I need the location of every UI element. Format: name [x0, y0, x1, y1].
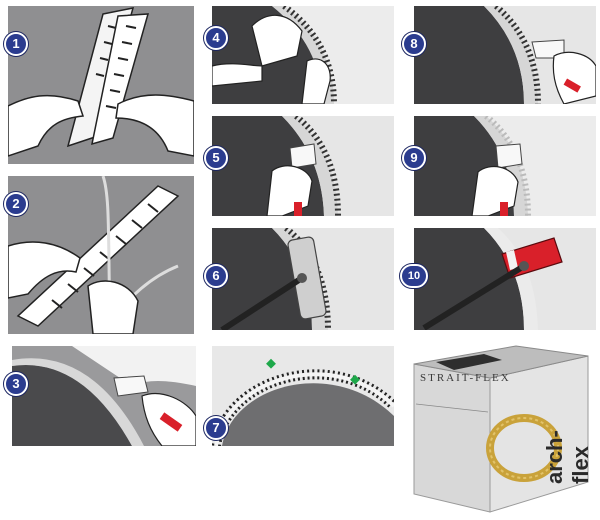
step-2-panel [8, 176, 194, 334]
step-9-panel [414, 116, 596, 216]
step-10-badge: 10 [400, 264, 428, 288]
step-10-illustration [414, 228, 596, 330]
step-7-illustration [212, 346, 394, 446]
step-9-badge: 9 [402, 146, 426, 170]
step-3-badge: 3 [4, 372, 28, 396]
step-2-badge: 2 [4, 192, 28, 216]
step-4-panel [212, 6, 394, 104]
step-3-panel [12, 346, 196, 446]
step-8-badge: 8 [402, 32, 426, 56]
step-1-illustration [8, 6, 194, 164]
step-2-illustration [8, 176, 194, 334]
step-3-illustration [12, 346, 196, 446]
step-6-illustration [212, 228, 394, 330]
step-7-badge: 7 [204, 416, 228, 440]
step-1-badge: 1 [4, 32, 28, 56]
product-name: arch-flex [542, 430, 593, 484]
step-4-badge: 4 [204, 26, 228, 50]
step-8-panel [414, 6, 596, 104]
step-5-illustration [212, 116, 394, 216]
product-box: STRAIT-FLEX arch-flex [406, 344, 594, 516]
step-5-panel [212, 116, 394, 216]
product-box-illustration [413, 345, 589, 513]
step-9-illustration [414, 116, 596, 216]
step-7-panel [212, 346, 394, 446]
brand-logo: STRAIT-FLEX [420, 372, 511, 384]
step-8-illustration [414, 6, 596, 104]
step-5-badge: 5 [204, 146, 228, 170]
step-6-badge: 6 [204, 264, 228, 288]
step-1-panel [8, 6, 194, 164]
step-10-panel [414, 228, 596, 330]
step-4-illustration [212, 6, 394, 104]
step-6-panel [212, 228, 394, 330]
